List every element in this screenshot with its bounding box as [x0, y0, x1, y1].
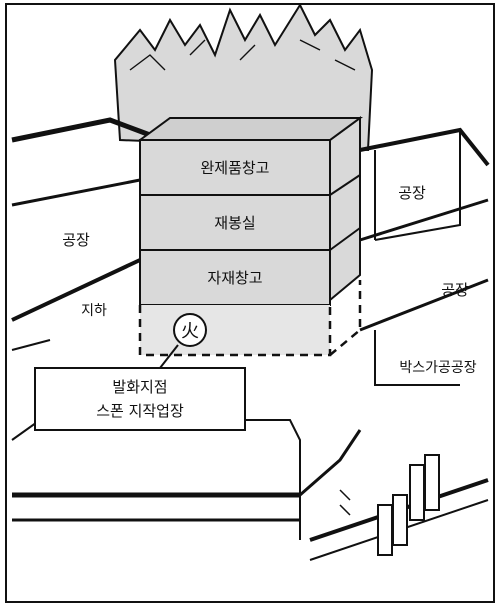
- factory-right-label: 공장: [441, 281, 469, 299]
- floor-top-label: 완제품창고: [200, 159, 269, 177]
- sponge-workshop-building: [11, 419, 362, 540]
- factory-right-top-label: 공장: [398, 184, 426, 202]
- floor-bottom: [139, 249, 331, 306]
- floor-middle-label: 재봉실: [214, 214, 255, 232]
- fire-symbol-label: 火: [181, 321, 199, 342]
- ignition-label-box: [34, 367, 246, 431]
- ignition-point-label: 발화지점: [112, 378, 167, 396]
- ignition-icon: 火: [173, 313, 207, 347]
- flame-icon: [113, 2, 374, 152]
- box-factory-label: 박스가공공장: [399, 360, 476, 376]
- floor-bottom-label: 자재창고: [207, 269, 262, 287]
- building-side-face: [329, 116, 361, 303]
- sponge-workshop-label: 스폰 지작업장: [96, 402, 184, 420]
- factory-left-building: [11, 117, 151, 351]
- ignition-leader: [159, 344, 179, 369]
- factory-left-label: 공장: [62, 231, 90, 249]
- box-factory-building: [309, 330, 489, 561]
- building-roof: [136, 117, 364, 141]
- basement-label: 지하: [81, 303, 107, 319]
- factory-right-building: [359, 127, 490, 332]
- page-frame: [5, 3, 495, 603]
